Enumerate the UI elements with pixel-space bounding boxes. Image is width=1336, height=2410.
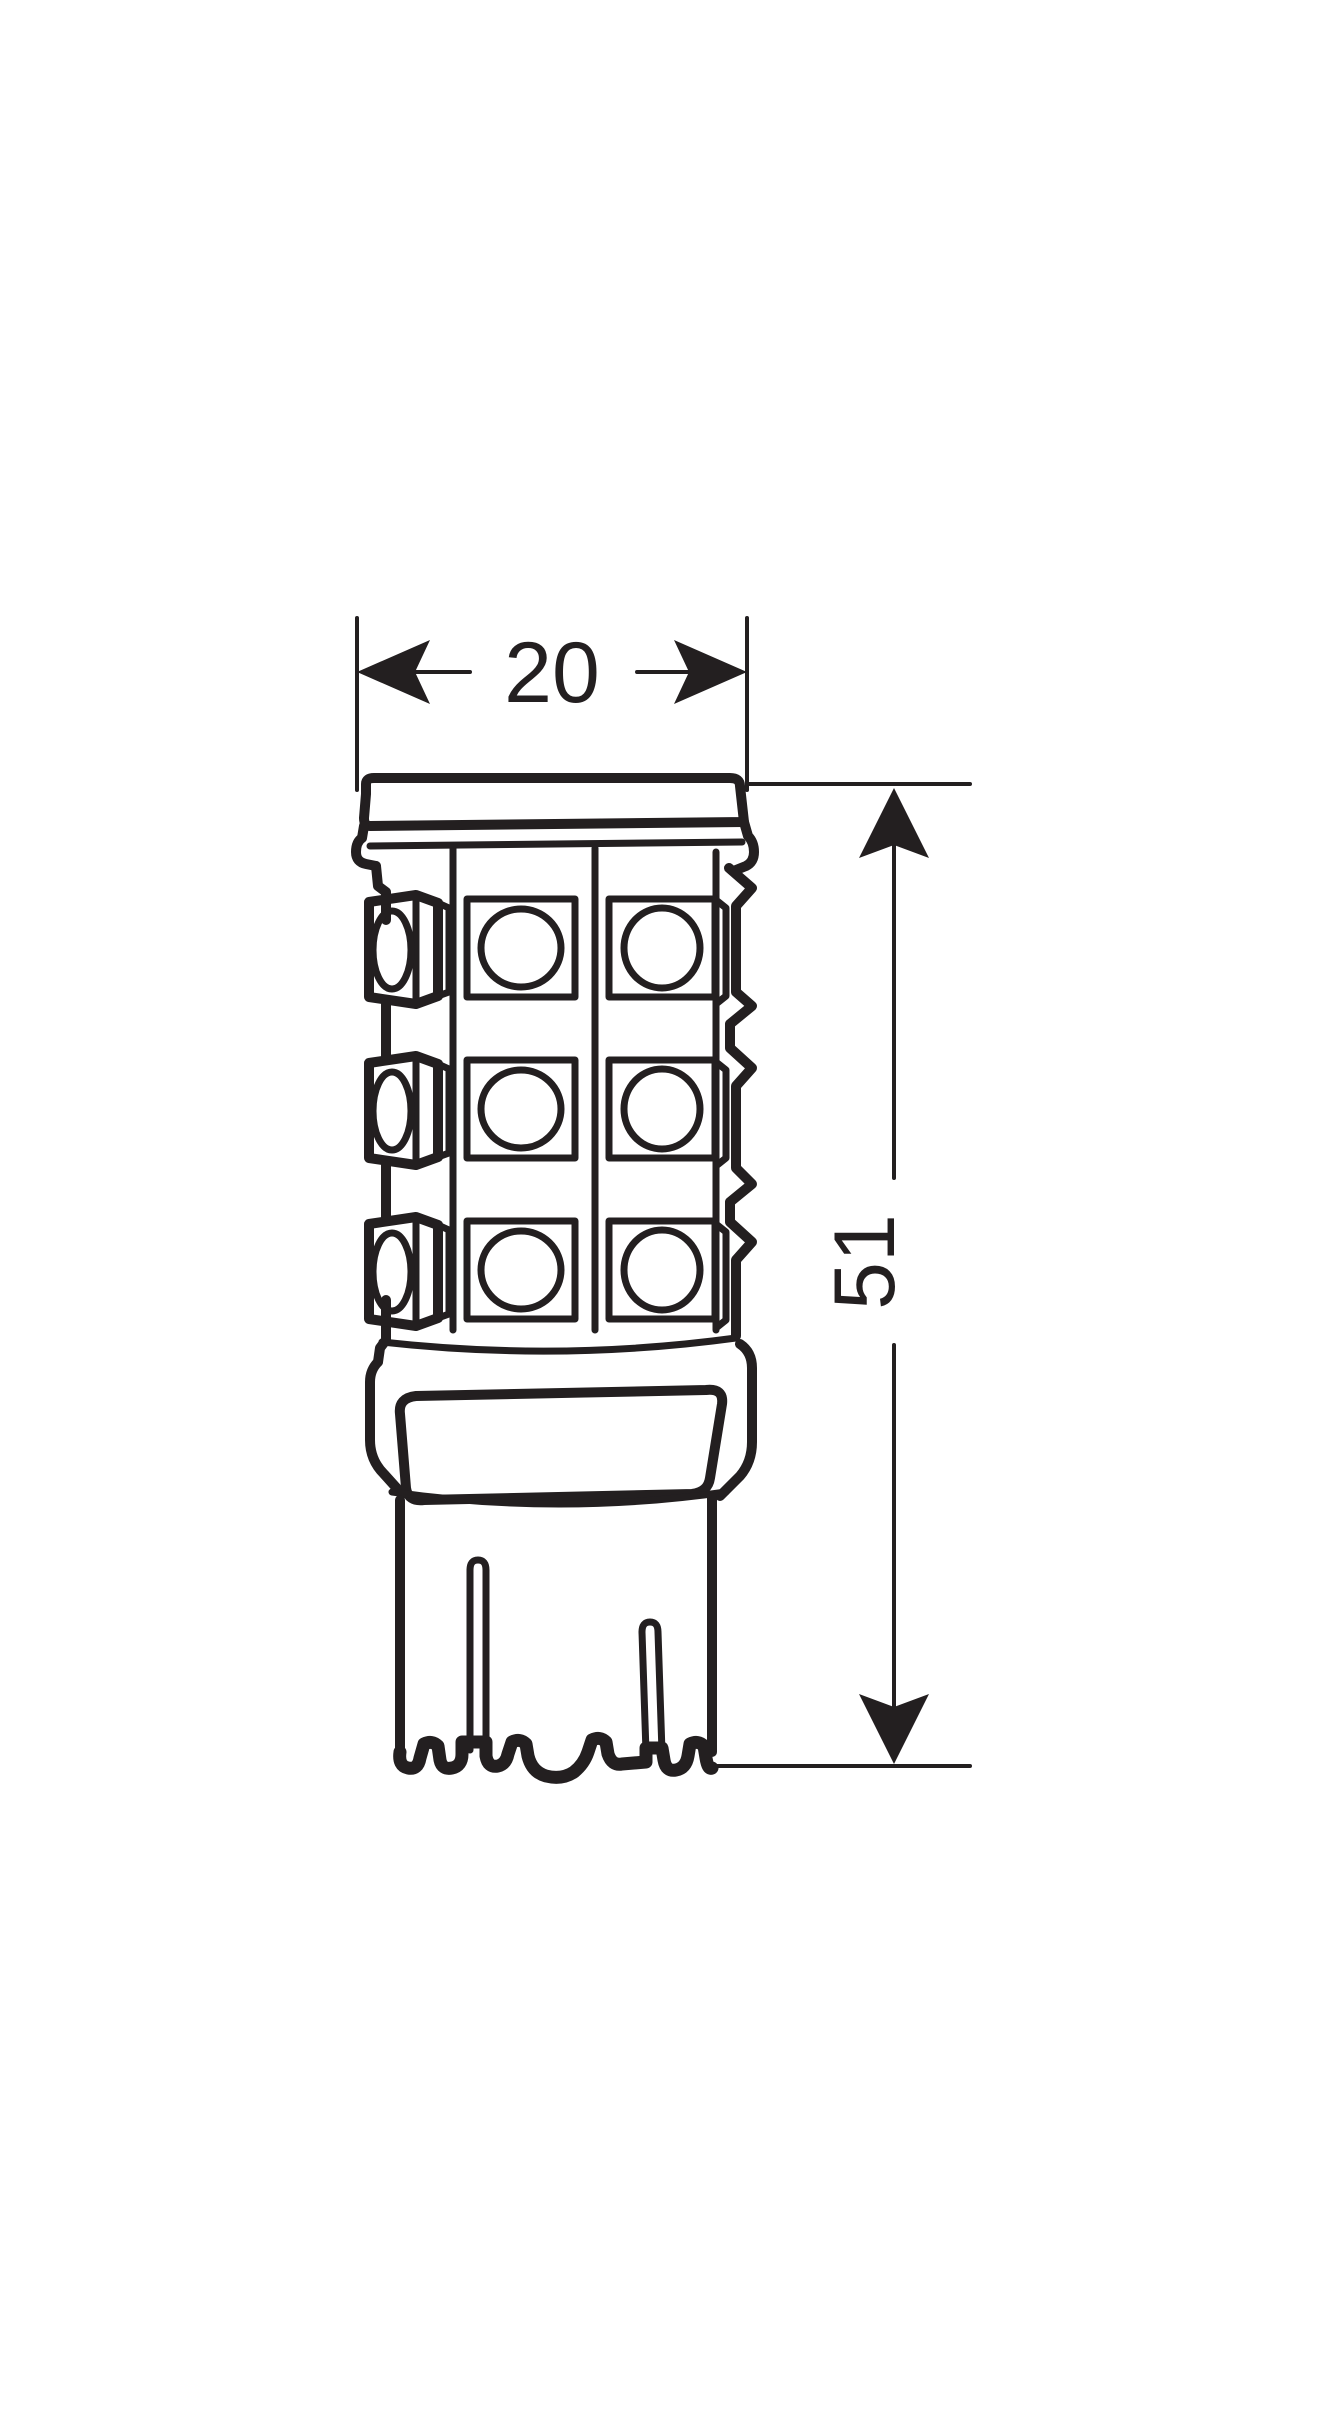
front-led-package	[605, 1217, 719, 1323]
front-led-package	[463, 1056, 579, 1162]
side-led-left	[364, 1212, 453, 1331]
side-led-side-face	[434, 1221, 453, 1322]
front-led-lens	[477, 1066, 565, 1152]
top-cap-right-shoulder	[731, 817, 759, 875]
front-led-lens	[477, 1227, 565, 1313]
wedge-bottom-cut-edge	[393, 1731, 719, 1784]
collar-bottom-edge	[388, 1488, 730, 1508]
side-led-left	[364, 890, 453, 1009]
arrow-right-icon	[674, 640, 747, 704]
collar-left-outline	[365, 1357, 407, 1499]
front-led-lens	[477, 905, 565, 991]
front-led-lens	[620, 1226, 704, 1314]
side-led-group-left	[364, 890, 453, 1331]
wedge-terminal-wire-right-edge	[638, 1628, 650, 1756]
height-dimension-label: 51	[817, 1214, 913, 1310]
wedge-base-stem	[393, 1493, 719, 1784]
right-edge-zigzag-outer	[724, 863, 757, 1341]
front-led-package	[463, 895, 579, 1001]
side-led-group-right	[712, 863, 757, 1341]
side-led-lens	[369, 1068, 415, 1154]
height-dimension-group: 51	[714, 782, 972, 1768]
side-led-side-face	[434, 899, 453, 1000]
side-led-lens	[369, 907, 415, 993]
wedge-terminal-wire-left	[466, 1556, 490, 1744]
right-edge-led-inner-1	[712, 896, 730, 1008]
front-led-column-1	[463, 895, 579, 1323]
width-dimension-label: 20	[504, 625, 600, 721]
side-led-left	[364, 1051, 453, 1170]
top-cap-inner-line	[366, 838, 746, 850]
front-led-lens	[620, 904, 704, 992]
front-led-package	[463, 1217, 579, 1323]
width-dimension-group: 20	[355, 616, 749, 792]
front-led-package	[605, 1056, 719, 1162]
wedge-terminal-wire-right	[638, 1618, 666, 1756]
body-bottom-edge	[378, 1334, 740, 1355]
side-led-lens	[369, 1229, 415, 1315]
front-led-lens	[620, 1065, 704, 1153]
collar-right-outline	[715, 1339, 757, 1501]
collar-inner-plate	[394, 1384, 728, 1506]
body-left-wall-top	[371, 861, 391, 925]
front-led-package	[605, 895, 719, 1001]
arrow-down-icon	[859, 1694, 929, 1764]
right-edge-led-inner-2	[712, 1058, 730, 1170]
front-led-column-2	[605, 895, 719, 1323]
bulb-shoulder-collar	[365, 1339, 757, 1508]
arrow-up-icon	[859, 788, 929, 858]
right-edge-led-inner-3	[712, 1220, 730, 1332]
top-cap-left-shoulder	[351, 821, 381, 871]
arrow-left-icon	[357, 640, 430, 704]
bulb-top-cap	[351, 773, 759, 875]
side-led-side-face	[434, 1060, 453, 1161]
